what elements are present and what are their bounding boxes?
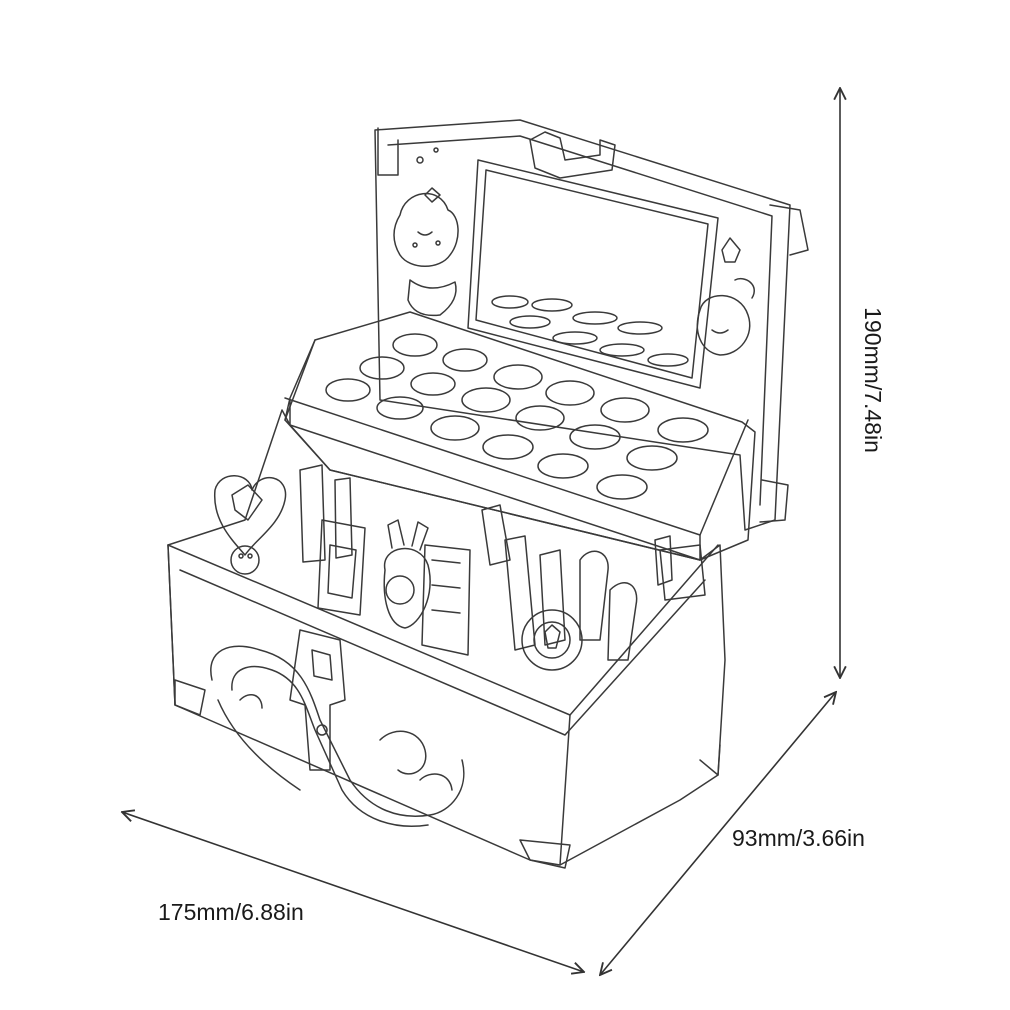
width-arrow [122, 812, 584, 972]
cosmetic-case-illustration [167, 119, 809, 869]
dimension-labels: 190mm/7.48in 93mm/3.66in 175mm/6.88in [158, 307, 886, 925]
lid-mirror [467, 159, 719, 389]
height-label: 190mm/7.48in [860, 307, 886, 453]
width-label: 175mm/6.88in [158, 899, 304, 925]
case-contents [214, 464, 706, 671]
dimension-arrows [122, 88, 840, 975]
case-lid [374, 119, 809, 531]
depth-arrow [600, 692, 836, 975]
depth-label: 93mm/3.66in [732, 825, 865, 851]
nail-polish-tray [284, 311, 756, 561]
